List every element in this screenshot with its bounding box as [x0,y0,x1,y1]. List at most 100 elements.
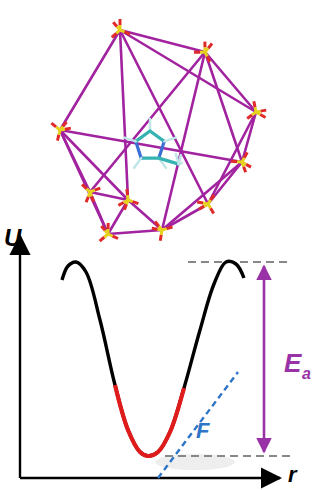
cage-edge [90,192,108,234]
s-o-bond-o [125,32,130,34]
sulfate-group [82,184,100,202]
sulfate-group [152,221,173,240]
h-bond [124,138,135,142]
cage-edge [128,200,162,230]
s-o-bond-o [107,223,110,229]
y-axis [19,236,21,478]
s-o-bond-o [125,189,129,195]
h-bond [164,138,175,142]
sulfate-group [197,195,214,214]
s-o-bond-o [51,123,56,127]
cage-edge [205,52,242,162]
cage-edge [108,230,162,234]
s-o-bond-o [118,202,123,205]
cage-edge [60,130,108,234]
potential-curve [62,261,244,456]
energy-arrow [263,266,266,452]
s-o-bond-s [208,204,211,208]
s-o-bond-s [162,229,167,230]
h-bond [149,119,152,131]
s-o-bond-s [256,112,260,115]
sulfate-group [112,19,130,37]
cage-edge [162,162,242,230]
s-o-bond-o [167,227,173,229]
cage-edge [120,30,205,52]
ring-bond [136,141,141,158]
ring-bond [150,131,164,141]
s-o-bond-s [86,189,90,192]
dashed-level [188,261,290,263]
s-o-bond-o [95,188,101,190]
harmonic-region [115,385,184,456]
s-o-bond-o [231,160,237,163]
force-label: F [196,420,209,442]
energy-subscript: a [302,366,311,382]
h-bond [134,158,141,168]
s-o-bond-o [124,204,126,209]
s-o-bond-o [63,122,67,126]
s-o-bond-o [261,110,267,111]
sulfate-group [118,189,138,210]
s-o-bond-o [152,227,158,231]
s-o-bond-o [113,236,118,238]
dashed-level [165,455,290,457]
s-o-bond-s [105,230,108,234]
sulfate-group [247,101,266,118]
force-tangent [158,372,238,478]
cage-edge [90,52,205,192]
s-o-bond-o [208,44,212,49]
h-bond [179,163,182,164]
s-o-bond-o [199,206,204,209]
s-o-bond-o [119,19,122,25]
s-o-bond-s [204,204,208,206]
cage-edge [205,52,256,112]
s-o-bond-s [256,110,261,114]
cage-edge [162,204,208,230]
s-o-bond-s [203,47,206,52]
sulfate-group [231,152,251,172]
s-o-bond-s [60,126,63,130]
h-bond [179,155,181,164]
s-o-bond-s [117,26,120,30]
methyl-bond [159,158,179,164]
axis-label: r [288,464,297,486]
s-o-bond-o [155,221,159,226]
s-o-bond-s [205,48,208,52]
s-o-bond-o [203,42,206,48]
s-o-bond-o [92,196,94,201]
ring-bond [141,157,159,160]
cage-edge [208,162,242,204]
s-o-bond-o [100,237,105,241]
s-o-bond-o [57,135,58,141]
cage-edge [90,192,128,200]
s-o-bond-s [203,202,208,206]
s-o-bond-s [90,192,92,196]
s-o-bond-o [254,101,255,107]
s-o-bond-o [260,115,265,118]
s-o-bond-s [208,200,211,204]
s-o-bond-s [205,52,207,56]
s-o-bond-s [104,234,108,237]
s-o-bond-o [247,115,252,119]
s-o-bond-o [194,51,200,54]
s-o-bond-s [90,190,95,192]
cage-edge [120,30,208,204]
cage-edge [60,130,242,162]
cage-edge [120,30,128,200]
s-o-bond-o [246,164,251,167]
s-o-bond-s [242,162,246,164]
sulfate-group [51,122,70,141]
s-o-bond-o [244,167,246,173]
s-o-bond-o [101,226,105,230]
s-o-bond-o [207,56,210,61]
s-o-bond-o [86,197,88,203]
s-o-bond-o [197,202,203,203]
s-o-bond-o [112,33,116,37]
s-o-bond-o [82,184,86,188]
ring-bond [136,131,150,141]
sulfate-group [194,42,212,62]
s-o-bond-s [116,30,120,33]
cage-edge [108,200,128,234]
